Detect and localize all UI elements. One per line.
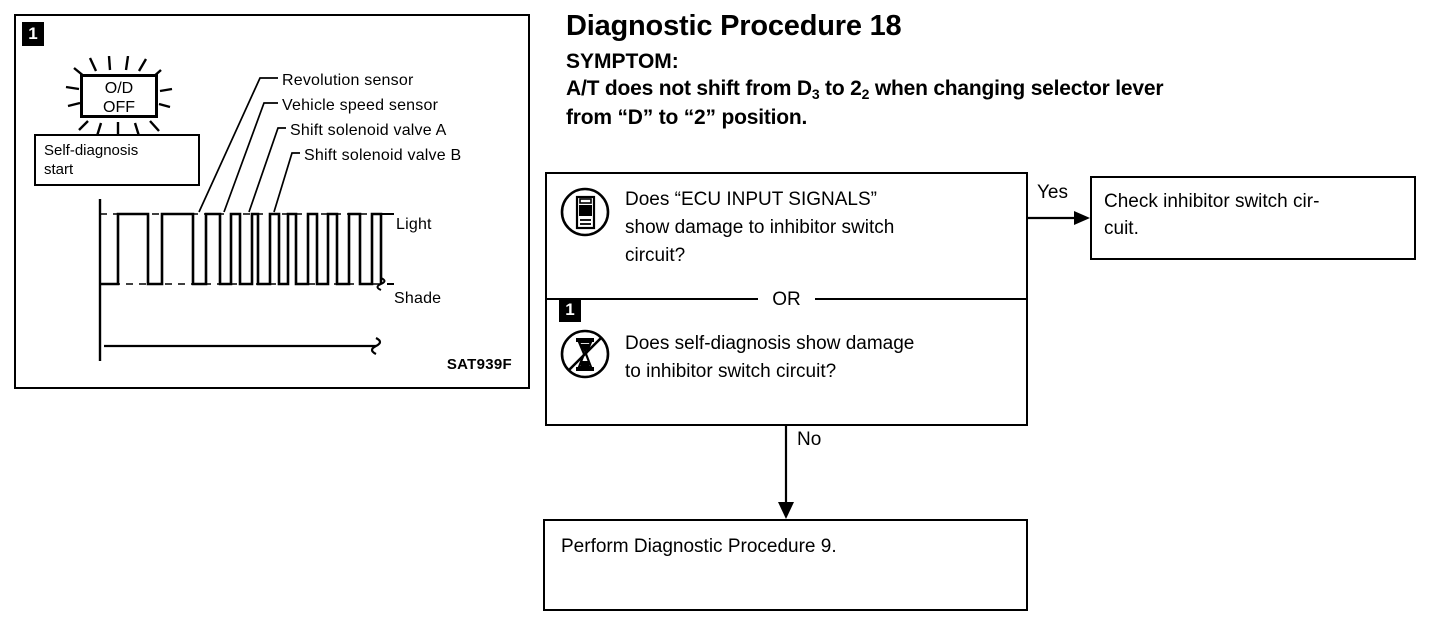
or-rule-right: [814, 298, 1026, 300]
symptom-label: SYMPTOM:: [566, 50, 679, 73]
decision-selfdiag-line1: Does self-diagnosis show damage: [625, 333, 915, 354]
symptom-part-4: from “D” to “2” position.: [566, 106, 808, 129]
label-shift-solenoid-valve-a: Shift solenoid valve A: [290, 122, 447, 139]
label-shade-level: Shade: [394, 290, 442, 307]
symptom-part-3: when changing selector lever: [869, 77, 1164, 100]
self-diagnosis-start-box: Self-diagnosis start: [34, 134, 200, 186]
decision-consult-line3: circuit?: [625, 245, 686, 266]
or-divider: OR: [547, 286, 1026, 312]
outcome-yes-line1: Check inhibitor switch cir-: [1104, 191, 1320, 212]
flashing-rays-icon: [65, 56, 173, 138]
label-shift-solenoid-valve-b: Shift solenoid valve B: [304, 147, 462, 164]
symptom-sub-22: 2: [861, 86, 870, 102]
decision-option-consult: Does “ECU INPUT SIGNALS” show damage to …: [547, 174, 1026, 286]
decision-consult-text: Does “ECU INPUT SIGNALS” show damage to …: [625, 186, 894, 270]
od-off-lamp-group: O/D OFF: [60, 56, 180, 140]
timing-chart-waveform: [98, 199, 394, 361]
decision-option-self-diagnosis: 1 Does self-diagnosis show damage to inh…: [547, 286, 1026, 412]
consult-scan-tool-icon: [560, 187, 610, 237]
no-consult-hourglass-icon: [560, 329, 610, 379]
outcome-box-perform-procedure-9: Perform Diagnostic Procedure 9.: [543, 519, 1028, 611]
heading-block: Diagnostic Procedure 18 SYMPTOM: A/T doe…: [566, 10, 1446, 132]
od-lamp-line2: OFF: [103, 99, 135, 116]
figure-code: SAT939F: [446, 356, 512, 373]
or-label: OR: [772, 288, 801, 310]
decision-consult-line1: Does “ECU INPUT SIGNALS”: [625, 189, 877, 210]
self-diagnosis-line2: start: [44, 161, 74, 178]
decision-selfdiag-line2: to inhibitor switch circuit?: [625, 361, 837, 382]
outcome-yes-line2: cuit.: [1104, 218, 1139, 239]
illustration-panel: 1 O/D OFF: [14, 14, 530, 389]
decision-consult-line2: show damage to inhibitor switch: [625, 217, 895, 238]
step-badge-1-inner: 1: [559, 298, 581, 322]
symptom-sub-d3: 3: [811, 86, 820, 102]
symptom-part-2: to 2: [819, 77, 862, 100]
label-vehicle-speed-sensor: Vehicle speed sensor: [282, 97, 439, 114]
branch-label-no: No: [795, 429, 824, 451]
label-revolution-sensor: Revolution sensor: [282, 72, 414, 89]
branch-label-yes: Yes: [1035, 182, 1070, 204]
symptom-part-1: A/T does not shift from D: [566, 77, 812, 100]
page-title: Diagnostic Procedure 18: [566, 10, 902, 42]
or-rule-left: [547, 298, 759, 300]
outcome-no-line1: Perform Diagnostic Procedure 9.: [561, 536, 837, 557]
self-diagnosis-line1: Self-diagnosis: [44, 142, 139, 159]
decision-self-diagnosis-text: Does self-diagnosis show damage to inhib…: [625, 328, 914, 386]
outcome-box-check-inhibitor-switch: Check inhibitor switch cir- cuit.: [1090, 176, 1416, 260]
od-off-lamp-display: O/D OFF: [80, 74, 158, 118]
symptom-description: A/T does not shift from D3 to 22 when ch…: [566, 75, 1446, 132]
step-badge-1: 1: [22, 22, 44, 46]
decision-box: Does “ECU INPUT SIGNALS” show damage to …: [545, 172, 1028, 426]
label-light-level: Light: [396, 216, 432, 233]
od-lamp-line1: O/D: [104, 80, 134, 97]
